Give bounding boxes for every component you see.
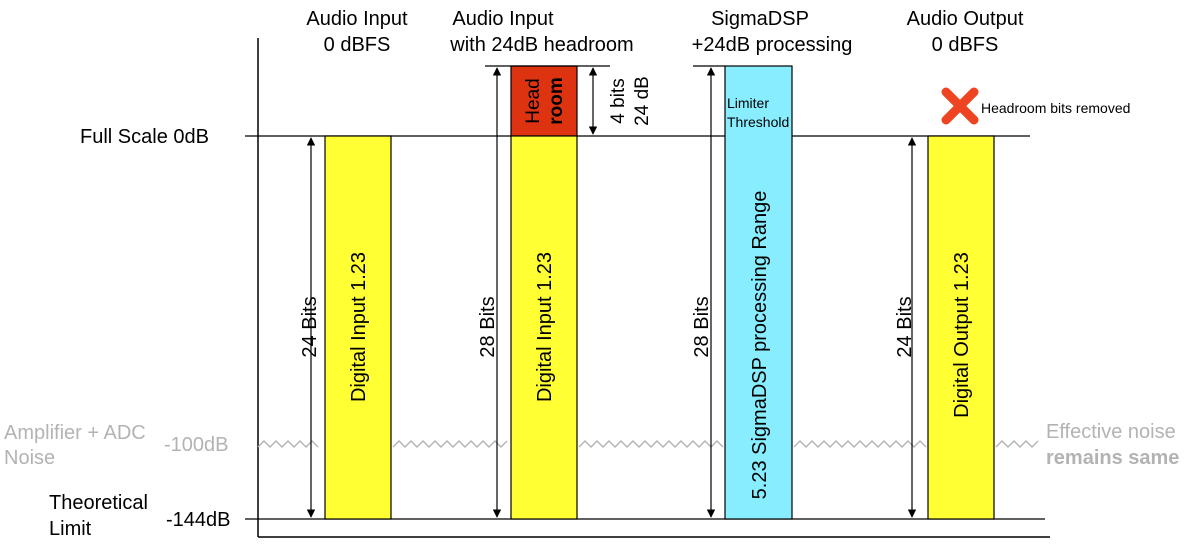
col1-title-2: 0 dBFS (324, 34, 391, 56)
col1-bits-label: 24 Bits (299, 296, 321, 357)
col3-dsp-bar (724, 65, 793, 520)
col3-title-1: SigmaDSP (711, 8, 809, 30)
noise-label-1: Amplifier + ADC (4, 422, 146, 444)
col3-limiter-text-1: Limiter (727, 95, 769, 111)
col2-headroom-text-2: room (546, 77, 567, 125)
col2-bar (510, 135, 578, 520)
col3-bar-label: 5.23 SigmaDSP processing Range (749, 191, 771, 500)
col4-bar-label: Digital Output 1.23 (951, 252, 973, 418)
col2-headroom-db: 24 dB (632, 76, 653, 126)
col2-bits-label: 28 Bits (477, 296, 499, 357)
col2-headroom-text-1: Head (523, 78, 544, 123)
col3-title-2: +24dB processing (692, 34, 853, 56)
col2-headroom-bits: 4 bits (608, 78, 629, 123)
theoretical-db-label: -144dB (166, 509, 231, 531)
col1-bar-label: Digital Input 1.23 (348, 252, 370, 402)
theoretical-label-1: Theoretical (49, 492, 148, 514)
col2-bar-label: Digital Input 1.23 (534, 252, 556, 402)
col2-title-1: Audio Input (452, 8, 554, 30)
noise-zigzag (257, 440, 1039, 448)
noise-label-2: Noise (4, 447, 55, 469)
effective-noise-label-1: Effective noise (1046, 421, 1176, 443)
col3-limiter-text-2: Threshold (727, 114, 789, 130)
theoretical-label-2: Limit (49, 518, 92, 540)
col4-bar (927, 135, 995, 520)
full-scale-label: Full Scale 0dB (80, 126, 209, 148)
col2-title-2: with 24dB headroom (449, 34, 633, 56)
removed-note: Headroom bits removed (981, 100, 1130, 116)
col3-bits-label: 28 Bits (691, 296, 713, 357)
col1-bar (324, 135, 392, 520)
removed-x-icon (941, 87, 979, 125)
col4-title-2: 0 dBFS (932, 34, 999, 56)
col1-title-1: Audio Input (306, 8, 408, 30)
col4-bits-label: 24 Bits (894, 296, 916, 357)
column-headers: Audio Input 0 dBFS Audio Input with 24dB… (306, 8, 1023, 56)
col4-title-1: Audio Output (907, 8, 1024, 30)
col2-headroom (510, 65, 578, 137)
effective-noise-label-2: remains same (1046, 447, 1179, 469)
noise-db-label: -100dB (164, 434, 229, 456)
